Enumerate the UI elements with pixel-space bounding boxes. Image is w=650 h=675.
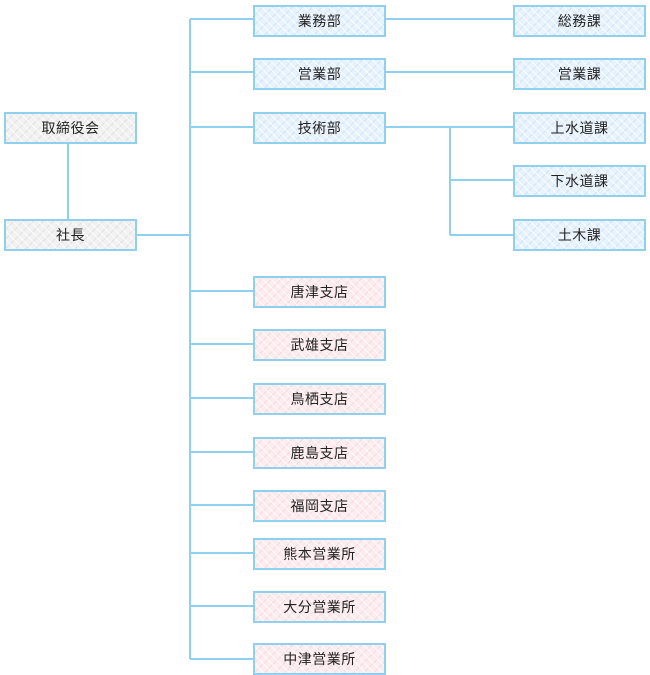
branch-kashima-box: 鹿島支店 [253,437,386,469]
president-box: 社長 [4,219,137,251]
department-sales-box: 営業部 [253,58,386,90]
branch-tosu-box: 鳥栖支店 [253,383,386,415]
department-technical-box: 技術部 [253,112,386,144]
branch-fukuoka-box: 福岡支店 [253,490,386,522]
office-kumamoto-box: 熊本営業所 [253,538,386,570]
office-oita-box: 大分営業所 [253,591,386,623]
section-sewerage-box: 下水道課 [513,165,646,197]
branch-karatsu-box: 唐津支店 [253,276,386,308]
section-general-affairs-box: 総務課 [513,5,646,37]
board-of-directors-box: 取締役会 [4,112,137,144]
branch-takeo-box: 武雄支店 [253,329,386,361]
section-water-supply-box: 上水道課 [513,112,646,144]
office-nakatsu-box: 中津営業所 [253,643,386,675]
section-sales-box: 営業課 [513,58,646,90]
department-business-box: 業務部 [253,5,386,37]
section-civil-engineering-box: 土木課 [513,219,646,251]
